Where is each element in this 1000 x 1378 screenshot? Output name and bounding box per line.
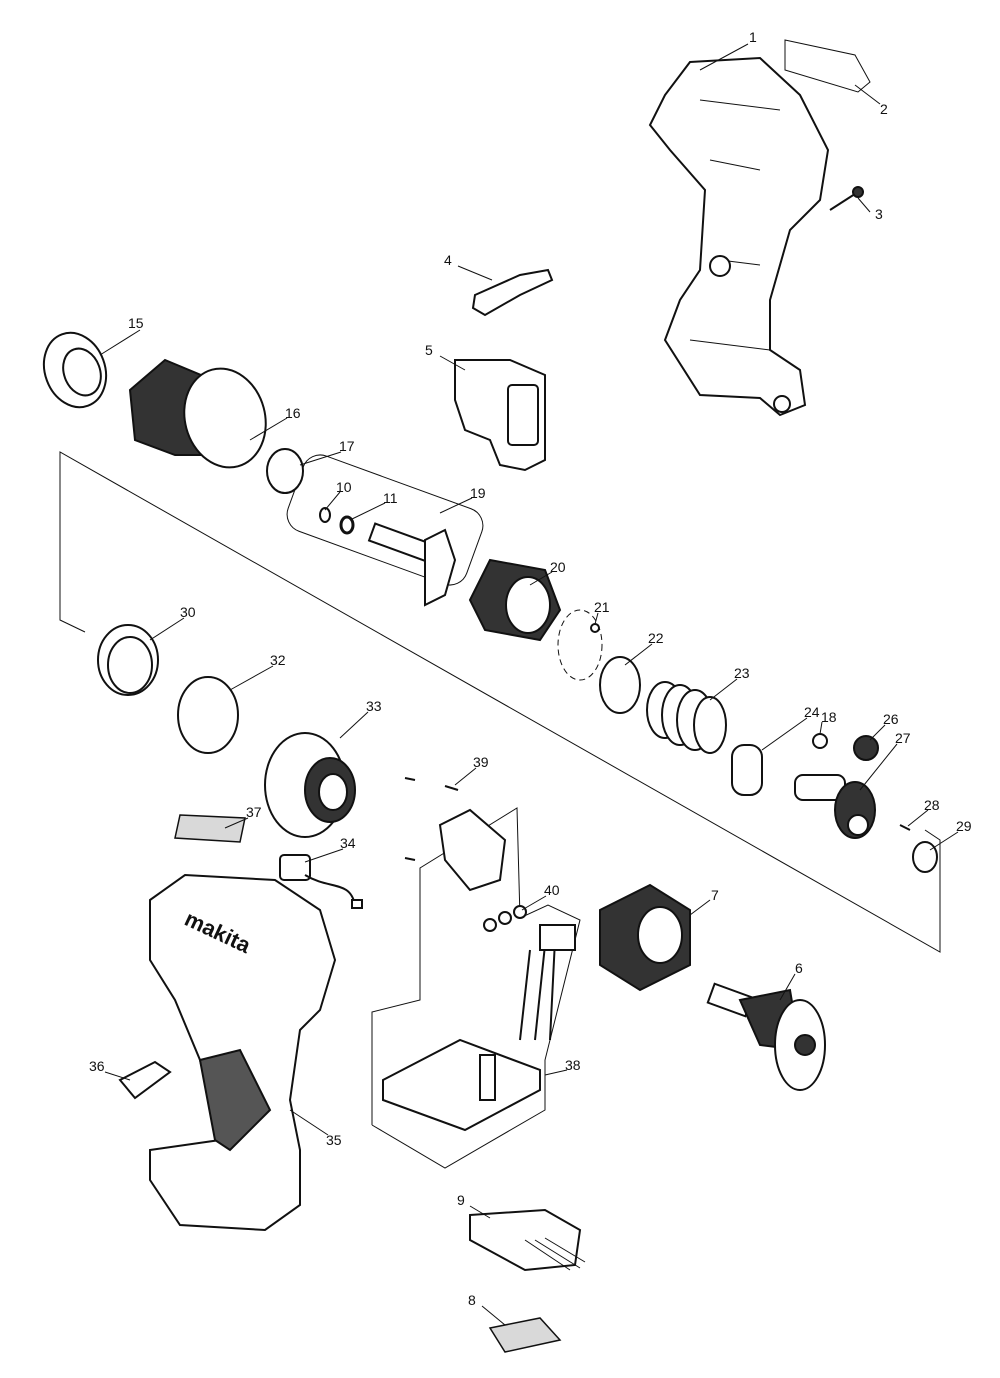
callout-33: 33 <box>366 698 382 714</box>
part-38-controller <box>382 924 576 1132</box>
callout-38: 38 <box>565 1057 581 1073</box>
part-37-label <box>174 814 246 843</box>
part-18-steel-ball <box>812 733 828 749</box>
callout-34: 34 <box>340 835 356 851</box>
callout-10: 10 <box>336 479 352 495</box>
part-39-sensor-plate <box>438 808 507 892</box>
part-27-spindle <box>794 774 876 839</box>
callout-35: 35 <box>326 1132 342 1148</box>
part-4-switch-lever <box>471 268 554 317</box>
callout-8: 8 <box>468 1292 476 1308</box>
part-2-label-plate <box>784 39 871 93</box>
callout-20: 20 <box>550 559 566 575</box>
callout-18: 18 <box>821 709 837 725</box>
callout-19: 19 <box>470 485 486 501</box>
callout-5: 5 <box>425 342 433 358</box>
callout-40: 40 <box>544 882 560 898</box>
callout-3: 3 <box>875 206 883 222</box>
callout-23: 23 <box>734 665 750 681</box>
callout-16: 16 <box>285 405 301 421</box>
group-19-outline <box>286 454 484 586</box>
part-9-heat-sink <box>469 1208 586 1272</box>
part-11-o-ring <box>339 515 355 535</box>
callout-30: 30 <box>180 604 196 620</box>
part-22-washer <box>599 656 641 714</box>
part-5-switch <box>454 359 546 472</box>
callout-24: 24 <box>804 704 820 720</box>
part-15-cap <box>42 331 108 409</box>
part-36-button <box>118 1060 172 1100</box>
part-30-ring <box>97 624 159 696</box>
callout-21: 21 <box>594 599 610 615</box>
callout-36: 36 <box>89 1058 105 1074</box>
part-26-gear <box>853 735 879 761</box>
part-16-hammer-case <box>128 358 267 469</box>
part-32-o-ring <box>177 676 239 754</box>
callout-4: 4 <box>444 252 452 268</box>
callout-27: 27 <box>895 730 911 746</box>
part-20-hammer <box>468 558 562 642</box>
callout-26: 26 <box>883 711 899 727</box>
part-23-spring <box>646 681 727 754</box>
part-40-terminals <box>483 905 527 932</box>
part-35-housing: makita <box>149 873 337 1232</box>
callout-17: 17 <box>339 438 355 454</box>
part-33-gear-housing <box>264 732 356 838</box>
callout-15: 15 <box>128 315 144 331</box>
callout-2: 2 <box>880 101 888 117</box>
callout-11: 11 <box>383 490 398 506</box>
callout-29: 29 <box>956 818 972 834</box>
part-19-anvil <box>367 522 457 607</box>
part-28-pin <box>899 824 911 831</box>
part-7-stator <box>599 883 691 992</box>
part-39-screws <box>404 777 459 861</box>
part-34-led-circuit <box>279 854 363 909</box>
callout-22: 22 <box>648 630 664 646</box>
callout-6: 6 <box>795 960 803 976</box>
part-21-ball-ring <box>557 609 603 681</box>
callout-39: 39 <box>473 754 489 770</box>
callout-7: 7 <box>711 887 719 903</box>
callout-32: 32 <box>270 652 286 668</box>
part-24-washer <box>731 744 763 796</box>
leader-lines <box>99 43 959 1326</box>
callout-1: 1 <box>749 29 757 45</box>
part-6-rotor <box>706 982 826 1091</box>
callout-28: 28 <box>924 797 940 813</box>
part-1-housing-half <box>648 56 830 417</box>
part-3-screw <box>829 186 864 211</box>
assembly-outline-main <box>59 451 941 953</box>
part-10-retaining-ring <box>319 507 331 523</box>
part-29-washer <box>912 841 938 873</box>
callout-37: 37 <box>246 804 262 820</box>
group-38-outline <box>371 807 581 1169</box>
part-8-label <box>488 1317 562 1353</box>
part-17-washer <box>266 448 304 494</box>
callout-9: 9 <box>457 1192 465 1208</box>
